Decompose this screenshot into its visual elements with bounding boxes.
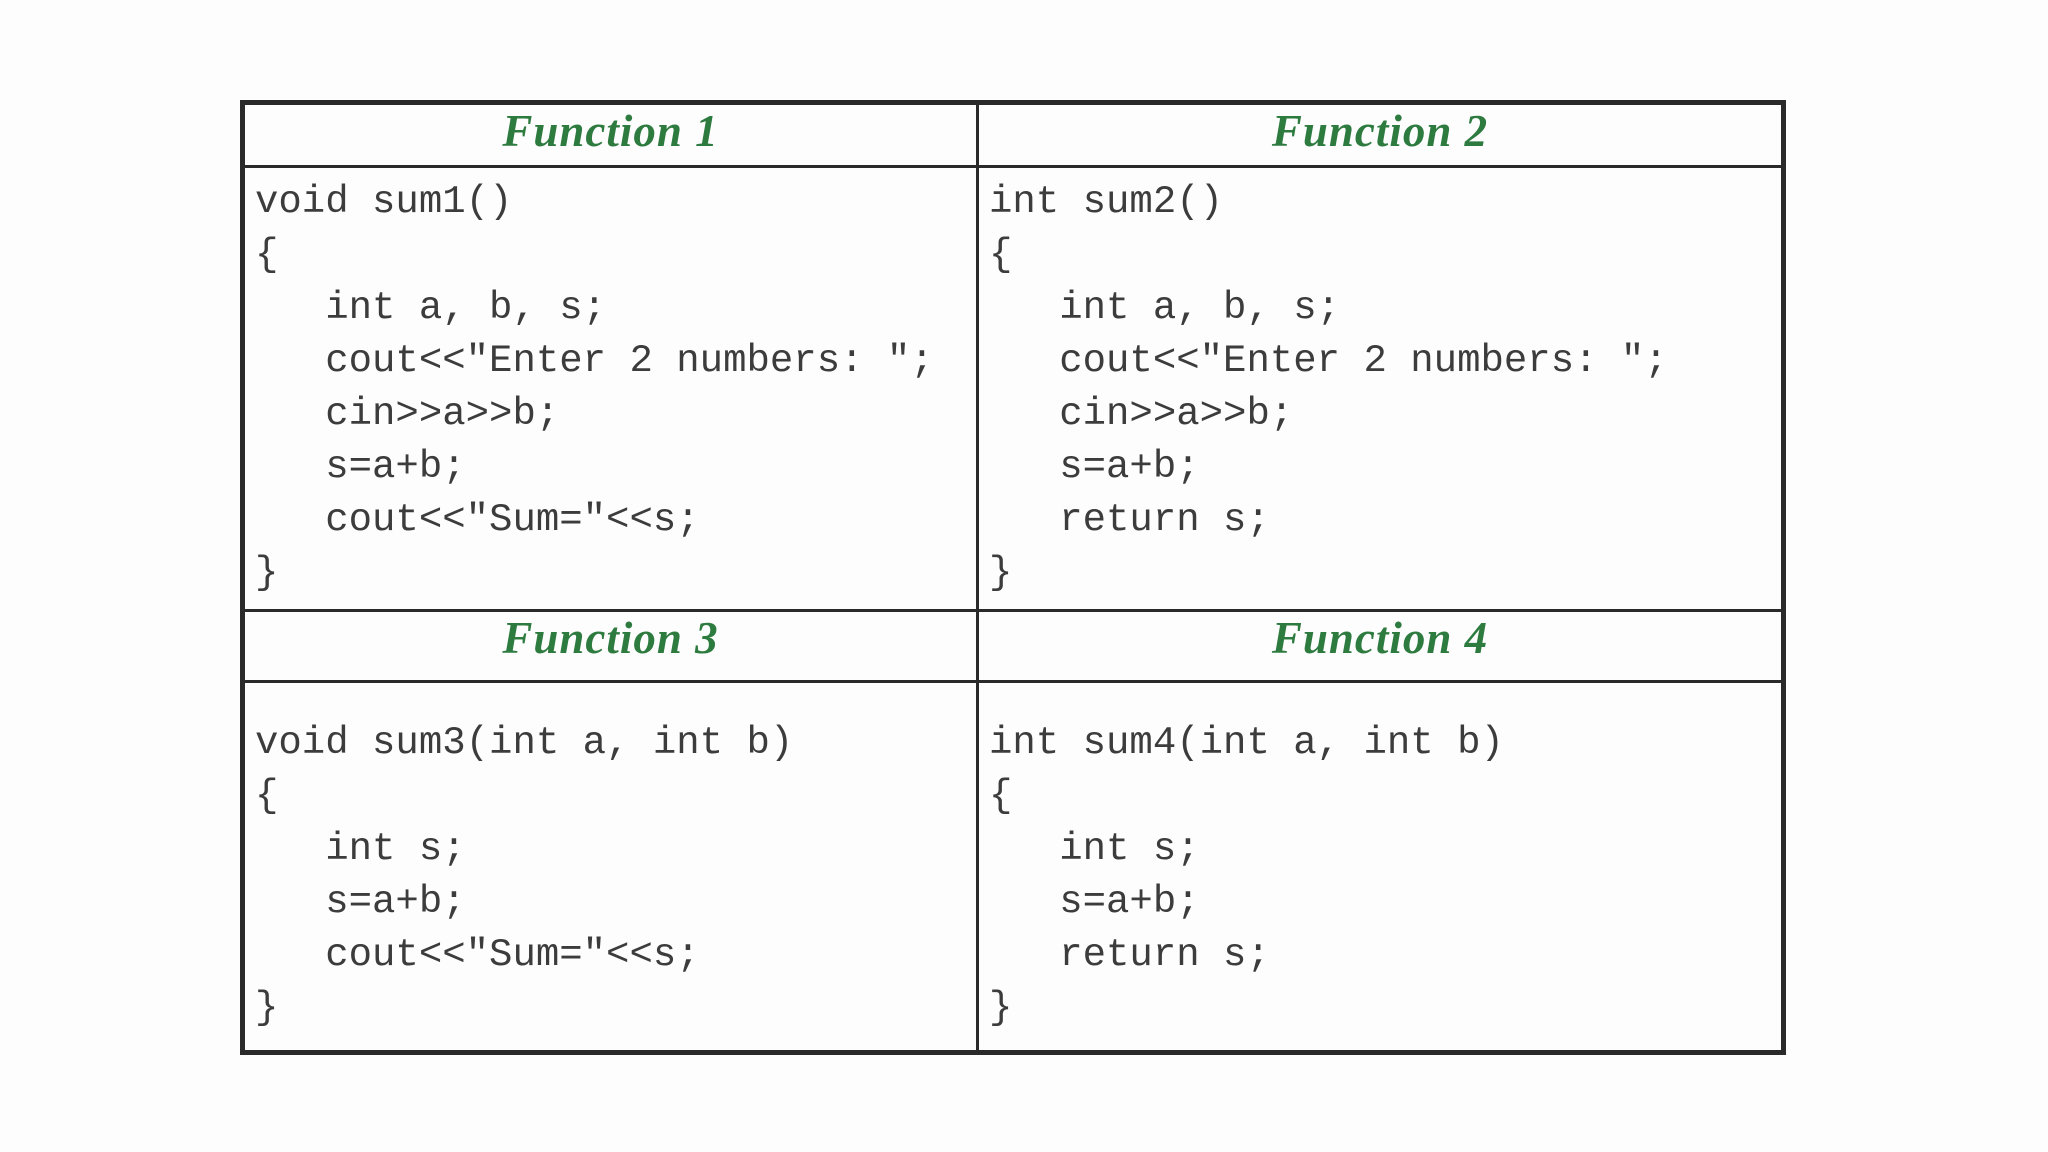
header-row-2: Function 3 Function 4 xyxy=(241,609,1785,683)
function-2-code: int sum2() { int a, b, s; cout<<"Enter 2… xyxy=(989,180,1668,595)
function-3-header: Function 3 xyxy=(241,609,979,683)
code-row-2: void sum3(int a, int b) { int s; s=a+b; … xyxy=(241,680,1785,1054)
functions-code-table: Function 1 Function 2 void sum1() { int … xyxy=(240,100,1786,1055)
function-1-header: Function 1 xyxy=(241,101,979,168)
function-1-code-cell: void sum1() { int a, b, s; cout<<"Enter … xyxy=(241,165,979,612)
header-row-1: Function 1 Function 2 xyxy=(241,101,1785,168)
function-3-code-cell: void sum3(int a, int b) { int s; s=a+b; … xyxy=(241,680,979,1054)
function-2-code-cell: int sum2() { int a, b, s; cout<<"Enter 2… xyxy=(976,165,1785,612)
function-4-header: Function 4 xyxy=(976,609,1785,683)
function-4-code: int sum4(int a, int b) { int s; s=a+b; r… xyxy=(989,721,1504,1030)
function-1-code: void sum1() { int a, b, s; cout<<"Enter … xyxy=(255,180,934,595)
code-row-1: void sum1() { int a, b, s; cout<<"Enter … xyxy=(241,165,1785,612)
function-3-code: void sum3(int a, int b) { int s; s=a+b; … xyxy=(255,721,794,1030)
function-4-code-cell: int sum4(int a, int b) { int s; s=a+b; r… xyxy=(976,680,1785,1054)
function-2-header: Function 2 xyxy=(976,101,1785,168)
